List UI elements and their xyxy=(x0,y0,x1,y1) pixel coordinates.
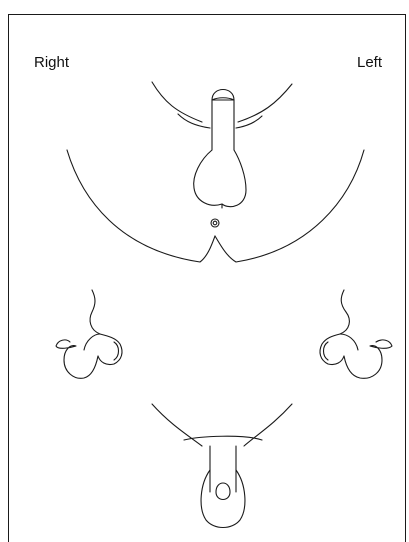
lateral-right-scrotum-inner xyxy=(84,334,100,350)
lower-pubic-crease xyxy=(184,436,262,440)
lateral-right-thigh xyxy=(90,290,100,334)
frontal-groin-crease-right xyxy=(178,114,210,128)
lateral-left-scrotum-inner xyxy=(340,334,358,350)
lateral-right-glans xyxy=(114,342,119,360)
lateral-view-left xyxy=(320,290,392,378)
lower-frontal-view xyxy=(152,404,292,528)
lateral-left-scrotum xyxy=(344,340,392,378)
frontal-buttock-left xyxy=(215,150,364,262)
lateral-view-right xyxy=(56,290,122,378)
frontal-buttock-right xyxy=(67,150,215,262)
frontal-scrotum xyxy=(194,150,246,207)
frontal-upper-thigh-left xyxy=(238,84,292,122)
lower-thigh-right xyxy=(152,404,202,446)
lower-penis-shaft xyxy=(210,446,236,492)
lateral-left-glans xyxy=(324,342,329,360)
frontal-upper-thigh-right xyxy=(152,82,202,122)
lower-thigh-left xyxy=(244,404,292,446)
lower-scrotum xyxy=(201,470,245,528)
lower-glans xyxy=(216,483,230,500)
lateral-right-scrotum xyxy=(56,340,98,378)
frontal-penis-shaft xyxy=(212,100,234,150)
frontal-view xyxy=(67,82,364,262)
frontal-anus-inner xyxy=(213,221,217,225)
frontal-anus-outer xyxy=(211,219,219,227)
lateral-left-thigh xyxy=(340,290,349,334)
